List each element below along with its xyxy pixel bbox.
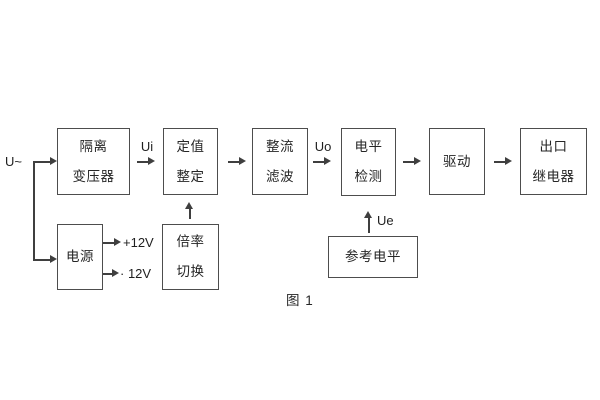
signal-label-plus12v: +12V: [123, 235, 154, 250]
connector-rectifier-to-level: [313, 161, 325, 163]
connector-setpoint-to-rectifier: [228, 161, 240, 163]
block-drive: 驱动: [429, 128, 485, 195]
arrowhead-right-icon: [50, 157, 57, 165]
block-setpoint-adjust: 定值 整定: [163, 128, 218, 195]
signal-label-ui: Ui: [140, 139, 154, 154]
block-label: 继电器: [532, 168, 575, 184]
block-output-relay: 出口 继电器: [520, 128, 587, 195]
block-label: 驱动: [443, 153, 471, 169]
arrowhead-right-icon: [148, 157, 155, 165]
block-label: 变压器: [72, 168, 115, 184]
block-rectifier-filter: 整流 滤波: [252, 128, 308, 195]
block-label: 滤波: [266, 168, 294, 184]
arrowhead-up-icon: [364, 211, 372, 218]
connector-reference-to-level: [368, 218, 370, 233]
block-label: 隔离: [79, 138, 108, 154]
block-ratio-switch: 倍率 切换: [162, 224, 219, 290]
block-label: 定值: [176, 138, 205, 154]
connector-input-branch-down: [33, 161, 35, 260]
arrowhead-right-icon: [50, 255, 57, 263]
connector-ratio-to-setpoint: [189, 209, 191, 219]
signal-label-uo: Uo: [314, 139, 332, 154]
arrowhead-right-icon: [505, 157, 512, 165]
block-level-detection: 电平 检测: [341, 128, 396, 196]
arrowhead-up-icon: [185, 202, 193, 209]
block-label: 检测: [354, 169, 383, 184]
block-label: 电源: [66, 249, 94, 264]
block-label: 倍率: [176, 234, 205, 249]
connector-input-to-power: [33, 259, 51, 261]
arrowhead-right-icon: [414, 157, 421, 165]
connector-power-minus12v: [103, 273, 114, 275]
signal-label-ue: Ue: [377, 213, 394, 228]
connector-power-plus12v: [103, 242, 115, 244]
block-label: 参考电平: [345, 249, 401, 264]
block-label: 电平: [354, 139, 383, 154]
block-label: 切换: [176, 264, 205, 279]
block-label: 出口: [539, 138, 568, 154]
block-reference-level: 参考电平: [328, 236, 418, 278]
block-power-supply: 电源: [57, 224, 103, 290]
arrowhead-right-icon: [114, 238, 121, 246]
signal-label-input-voltage: U~: [5, 154, 22, 169]
connector-level-to-drive: [403, 161, 415, 163]
connector-input-to-transformer: [33, 161, 51, 163]
connector-drive-to-relay: [494, 161, 506, 163]
block-label: 整流: [266, 138, 294, 154]
connector-transformer-to-setpoint: [137, 161, 149, 163]
figure-caption: 图 1: [286, 293, 314, 308]
signal-label-minus12v: · 12V: [120, 266, 152, 281]
arrowhead-right-icon: [324, 157, 331, 165]
block-isolation-transformer: 隔离 变压器: [57, 128, 130, 195]
block-label: 整定: [176, 168, 205, 184]
arrowhead-right-icon: [112, 269, 119, 277]
arrowhead-right-icon: [239, 157, 246, 165]
